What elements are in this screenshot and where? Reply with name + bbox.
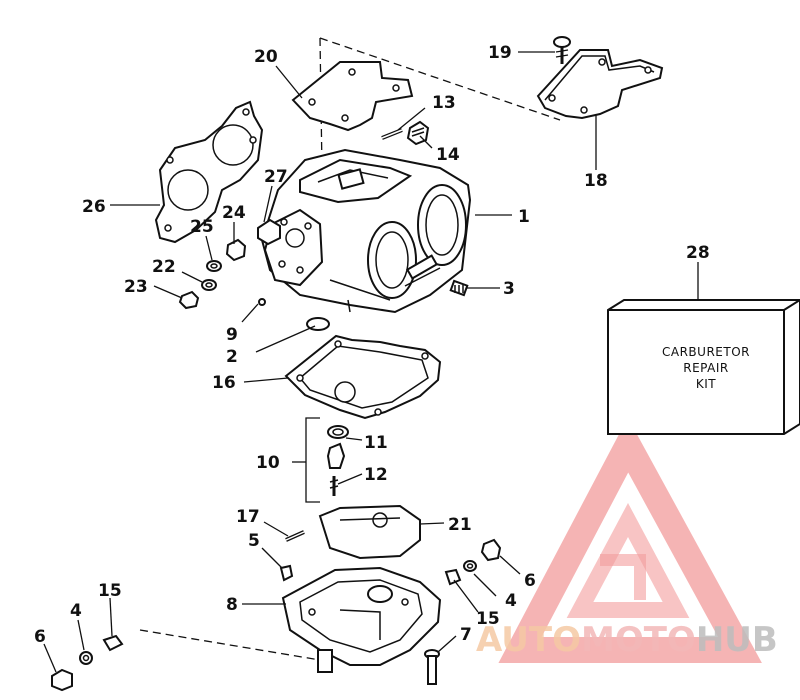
carburetor-body-1 (260, 148, 472, 314)
callout-14: 14 (436, 145, 460, 165)
callout-15-right: 15 (476, 609, 500, 629)
watermark-hub: HUB (696, 620, 778, 660)
screw-7 (424, 649, 440, 685)
callout-2: 2 (226, 347, 238, 367)
fitting-24 (225, 238, 247, 262)
kit-label-line3: KIT (696, 377, 716, 391)
callout-24: 24 (222, 203, 246, 223)
callout-1: 1 (518, 207, 530, 227)
jet-15-right (444, 568, 462, 586)
screw-3 (449, 279, 469, 297)
kit-label-line1: CARBURETOR (662, 345, 750, 359)
callout-15-left: 15 (98, 581, 122, 601)
callout-19: 19 (488, 43, 512, 63)
ball-9 (258, 298, 266, 306)
kit-label-line2: REPAIR (683, 361, 728, 375)
callout-25: 25 (190, 217, 214, 237)
jet-15-left (102, 634, 124, 652)
watermark-logo (498, 417, 762, 663)
callout-27: 27 (264, 167, 288, 187)
callout-5: 5 (248, 531, 260, 551)
plug-6-left (51, 668, 73, 692)
callout-10: 10 (256, 453, 280, 473)
washer-25 (206, 260, 222, 272)
float-21 (318, 504, 421, 560)
callout-28: 28 (686, 243, 710, 263)
callout-23: 23 (124, 277, 148, 297)
callout-18: 18 (584, 171, 608, 191)
callout-4-left: 4 (70, 601, 82, 621)
watermark-auto: AUTO (476, 620, 581, 660)
screw-19 (553, 36, 571, 64)
callout-11: 11 (364, 433, 388, 453)
cover-gasket-20 (291, 61, 414, 132)
plug-6-right (480, 538, 502, 562)
float-bowl-8 (281, 566, 442, 673)
pin-13 (381, 128, 403, 140)
callout-leaders (43, 51, 699, 673)
svg-text:AUTOMOTOHUB: AUTOMOTOHUB (476, 620, 778, 660)
callout-20: 20 (254, 47, 278, 67)
repair-kit-box-28: CARBURETOR REPAIR KIT (607, 299, 800, 435)
o-ring-11 (327, 425, 349, 439)
washer-22 (201, 279, 217, 291)
washer-4-right (463, 560, 477, 572)
bowl-gasket-16 (284, 334, 442, 420)
screw-23 (178, 290, 200, 310)
watermark-moto: MOTO (581, 620, 696, 660)
callout-numbers: 1 2 3 4 4 5 6 6 7 8 9 10 11 12 13 14 15 … (34, 43, 710, 647)
callout-13: 13 (432, 93, 456, 113)
float-pin-17 (285, 530, 305, 542)
callout-6-right: 6 (524, 571, 536, 591)
callout-22: 22 (152, 257, 176, 277)
bracket-10 (292, 417, 320, 503)
callout-9: 9 (226, 325, 238, 345)
callout-3: 3 (503, 279, 515, 299)
callout-17: 17 (236, 507, 260, 527)
callout-7: 7 (460, 625, 472, 645)
washer-4-left (79, 651, 93, 665)
callout-8: 8 (226, 595, 238, 615)
callout-21: 21 (448, 515, 472, 535)
watermark-text: AUTOMOTOHUB (476, 620, 778, 660)
needle-seat-12 (326, 442, 346, 496)
cover-plate-18 (536, 49, 664, 120)
screw-5 (279, 564, 294, 582)
callout-16: 16 (212, 373, 236, 393)
callout-4-right: 4 (505, 591, 517, 611)
callout-6-left: 6 (34, 627, 46, 647)
fitting-27 (257, 218, 281, 246)
flange-gasket-26 (154, 100, 264, 244)
callout-12: 12 (364, 465, 388, 485)
callout-26: 26 (82, 197, 106, 217)
